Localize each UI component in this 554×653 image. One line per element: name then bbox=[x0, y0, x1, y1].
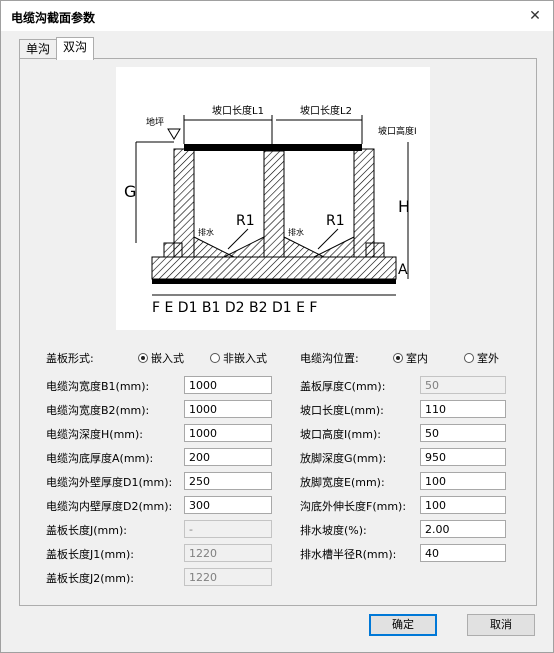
field-label-E: 放脚宽度E(mm): bbox=[300, 476, 385, 489]
ground-label: 地坪 bbox=[146, 116, 164, 128]
bottom-slab bbox=[151, 256, 397, 280]
field-label-G: 放脚深度G(mm): bbox=[300, 452, 387, 465]
input-L[interactable] bbox=[420, 400, 506, 418]
drain-slope-left-a bbox=[193, 236, 235, 258]
radio-outdoor-dot[interactable] bbox=[464, 353, 474, 363]
label-drain-right: 排水 bbox=[288, 227, 304, 237]
radio-indoor-dot[interactable] bbox=[393, 353, 403, 363]
leader-R1-right bbox=[317, 228, 339, 250]
label-slope-height: 坡口高度I bbox=[378, 125, 417, 137]
input-H[interactable] bbox=[184, 424, 272, 442]
field-label-C: 盖板厚度C(mm): bbox=[300, 380, 386, 393]
input-J2 bbox=[184, 568, 272, 586]
input-D1[interactable] bbox=[184, 472, 272, 490]
label-G: G bbox=[124, 182, 136, 201]
input-J bbox=[184, 520, 272, 538]
base-layer bbox=[152, 279, 396, 284]
label-L2: 坡口长度L2 bbox=[300, 104, 352, 117]
footing-left bbox=[163, 242, 183, 258]
outer-wall-right bbox=[353, 148, 375, 258]
input-slope[interactable] bbox=[420, 520, 506, 538]
label-drain-left: 排水 bbox=[198, 227, 214, 237]
input-D2[interactable] bbox=[184, 496, 272, 514]
radio-non-embedded-label: 非嵌入式 bbox=[223, 352, 267, 365]
field-label-B2: 电缆沟宽度B2(mm): bbox=[46, 404, 150, 417]
radio-embedded[interactable]: 嵌入式 bbox=[138, 350, 184, 366]
field-label-L: 坡口长度L(mm): bbox=[300, 404, 384, 417]
ground-marker bbox=[167, 128, 181, 140]
radio-non-embedded-dot[interactable] bbox=[210, 353, 220, 363]
radio-indoor[interactable]: 室内 bbox=[393, 350, 428, 366]
label-L1: 坡口长度L1 bbox=[212, 104, 264, 117]
field-label-I: 坡口高度I(mm): bbox=[300, 428, 381, 441]
label-R1-left: R1 bbox=[236, 213, 255, 229]
radio-indoor-label: 室内 bbox=[406, 352, 428, 365]
input-F[interactable] bbox=[420, 496, 506, 514]
input-B1[interactable] bbox=[184, 376, 272, 394]
cross-section-svg: 地坪 bbox=[124, 104, 417, 316]
input-I[interactable] bbox=[420, 424, 506, 442]
input-E[interactable] bbox=[420, 472, 506, 490]
label-H: H bbox=[398, 197, 410, 216]
field-label-J2: 盖板长度J2(mm): bbox=[46, 572, 134, 585]
drain-slope-right-b bbox=[313, 236, 355, 258]
label-A: A bbox=[398, 262, 408, 278]
field-label-B1: 电缆沟宽度B1(mm): bbox=[46, 380, 150, 393]
radio-non-embedded[interactable]: 非嵌入式 bbox=[210, 350, 267, 366]
radio-embedded-label: 嵌入式 bbox=[151, 352, 184, 365]
tab-single-trench[interactable]: 单沟 bbox=[19, 39, 58, 59]
drain-slope-left-b bbox=[223, 236, 265, 258]
input-J1 bbox=[184, 544, 272, 562]
field-label-slope: 排水坡度(%): bbox=[300, 524, 367, 537]
window-title: 电缆沟截面参数 bbox=[11, 11, 96, 25]
input-A[interactable] bbox=[184, 448, 272, 466]
position-label: 电缆沟位置: bbox=[300, 352, 359, 365]
label-bottom-dims: F E D1 B1 D2 B2 D1 E F bbox=[152, 300, 317, 316]
ok-button[interactable]: 确定 bbox=[369, 614, 437, 636]
field-label-J1: 盖板长度J1(mm): bbox=[46, 548, 134, 561]
field-label-H: 电缆沟深度H(mm): bbox=[46, 428, 143, 441]
footing-right bbox=[365, 242, 385, 258]
field-label-J: 盖板长度J(mm): bbox=[46, 524, 127, 537]
field-label-D1: 电缆沟外壁厚度D1(mm): bbox=[46, 476, 173, 489]
cross-section-diagram: 地坪 bbox=[116, 67, 430, 330]
radio-outdoor[interactable]: 室外 bbox=[464, 350, 499, 366]
input-G[interactable] bbox=[420, 448, 506, 466]
inner-wall bbox=[263, 150, 285, 258]
outer-wall-left bbox=[173, 148, 195, 258]
cover-slab bbox=[184, 144, 362, 151]
input-R[interactable] bbox=[420, 544, 506, 562]
field-label-R: 排水槽半径R(mm): bbox=[300, 548, 397, 561]
field-label-D2: 电缆沟内壁厚度D2(mm): bbox=[46, 500, 173, 513]
radio-outdoor-label: 室外 bbox=[477, 352, 499, 365]
title-bar[interactable]: 电缆沟截面参数 ✕ bbox=[1, 1, 553, 31]
input-C bbox=[420, 376, 506, 394]
input-B2[interactable] bbox=[184, 400, 272, 418]
radio-embedded-dot[interactable] bbox=[138, 353, 148, 363]
close-icon[interactable]: ✕ bbox=[529, 8, 541, 24]
label-R1-right: R1 bbox=[326, 213, 345, 229]
leader-R1-left bbox=[227, 228, 249, 250]
tab-panel: 地坪 bbox=[19, 58, 537, 606]
drain-slope-right-a bbox=[283, 236, 325, 258]
cancel-button[interactable]: 取消 bbox=[467, 614, 535, 636]
field-label-A: 电缆沟底厚度A(mm): bbox=[46, 452, 154, 465]
tab-double-trench[interactable]: 双沟 bbox=[56, 37, 95, 60]
field-label-F: 沟底外伸长度F(mm): bbox=[300, 500, 407, 513]
cover-type-label: 盖板形式: bbox=[46, 352, 94, 365]
